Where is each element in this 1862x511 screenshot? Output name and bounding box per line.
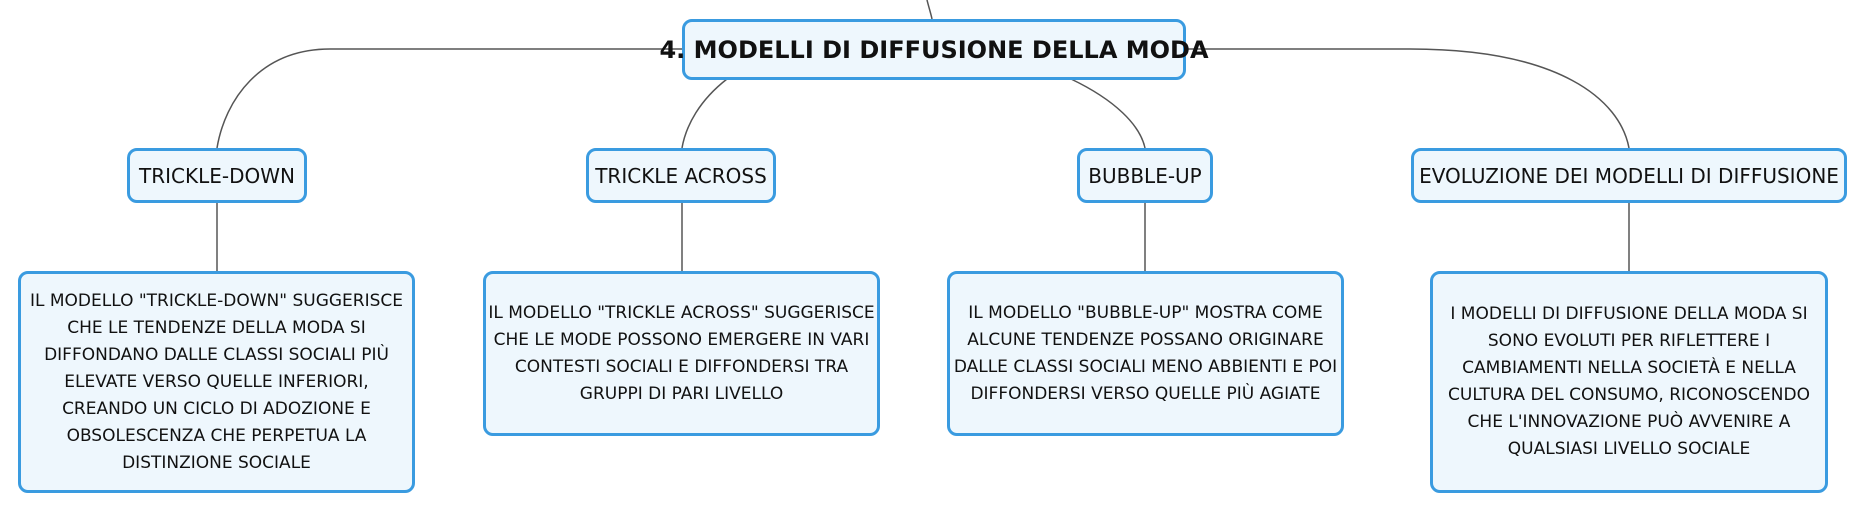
detail-line: OBSOLESCENZA CHE PERPETUA LA: [66, 425, 367, 446]
detail-line: IL MODELLO "TRICKLE-DOWN" SUGGERISCE: [29, 290, 404, 311]
detail-line: CREANDO UN CICLO DI ADOZIONE E: [62, 398, 371, 419]
root-topic[interactable]: 4. MODELLI DI DIFFUSIONE DELLA MODA: [659, 19, 1209, 80]
detail-line: I MODELLI DI DIFFUSIONE DELLA MODA SI: [1450, 304, 1808, 324]
detail-line: CHE LE MODE POSSONO EMERGERE IN VARI: [493, 329, 870, 350]
connector-root-branch-4: [1186, 48, 1630, 149]
detail-line: DIFFONDERSI VERSO QUELLE PIÙ AGIATE: [970, 383, 1321, 404]
detail-line: CHE L'INNOVAZIONE PUÒ AVVENIRE A: [1467, 412, 1791, 432]
detail-line: SONO EVOLUTI PER RIFLETTERE I: [1487, 331, 1771, 351]
detail-line: GRUPPI DI PARI LIVELLO: [579, 383, 784, 404]
branch-label: TRICKLE ACROSS: [595, 163, 767, 188]
detail-text: IL MODELLO "TRICKLE-DOWN" SUGGERISCE CHE…: [30, 288, 403, 477]
detail-trickle-down[interactable]: IL MODELLO "TRICKLE-DOWN" SUGGERISCE CHE…: [18, 271, 415, 493]
branch-label: EVOLUZIONE DEI MODELLI DI DIFFUSIONE: [1419, 163, 1839, 188]
branch-evoluzione[interactable]: EVOLUZIONE DEI MODELLI DI DIFFUSIONE: [1411, 148, 1847, 203]
detail-evoluzione[interactable]: I MODELLI DI DIFFUSIONE DELLA MODA SI SO…: [1430, 271, 1828, 493]
detail-line: CAMBIAMENTI NELLA SOCIETÀ E NELLA: [1462, 358, 1796, 378]
detail-trickle-across[interactable]: IL MODELLO "TRICKLE ACROSS" SUGGERISCE C…: [483, 271, 880, 436]
detail-text: IL MODELLO "TRICKLE ACROSS" SUGGERISCE C…: [488, 300, 874, 408]
detail-text: IL MODELLO "BUBBLE-UP" MOSTRA COME ALCUN…: [954, 300, 1337, 408]
connector-root-branch-1: [216, 48, 682, 149]
root-topic-label: 4. MODELLI DI DIFFUSIONE DELLA MODA: [659, 35, 1209, 64]
detail-line: DALLE CLASSI SOCIALI MENO ABBIENTI E POI: [953, 356, 1338, 377]
detail-line: ALCUNE TENDENZE POSSANO ORIGINARE: [967, 329, 1324, 350]
detail-bubble-up[interactable]: IL MODELLO "BUBBLE-UP" MOSTRA COME ALCUN…: [947, 271, 1344, 436]
connector-root-branch-2: [681, 78, 728, 149]
detail-line: QUALSIASI LIVELLO SOCIALE: [1507, 439, 1751, 459]
detail-line: DIFFONDANO DALLE CLASSI SOCIALI PIÙ: [44, 344, 389, 365]
detail-line: CHE LE TENDENZE DELLA MODA SI: [67, 317, 366, 338]
connector-parent-root: [926, 0, 933, 20]
detail-line: IL MODELLO "TRICKLE ACROSS" SUGGERISCE: [488, 302, 875, 323]
detail-line: CONTESTI SOCIALI E DIFFONDERSI TRA: [514, 356, 849, 377]
branch-trickle-down[interactable]: TRICKLE-DOWN: [127, 148, 307, 203]
detail-line: ELEVATE VERSO QUELLE INFERIORI,: [64, 371, 369, 392]
detail-line: IL MODELLO "BUBBLE-UP" MOSTRA COME: [968, 302, 1323, 323]
branch-label: TRICKLE-DOWN: [139, 163, 295, 188]
branch-label: BUBBLE-UP: [1088, 163, 1202, 188]
detail-line: CULTURA DEL CONSUMO, RICONOSCENDO: [1448, 385, 1810, 405]
branch-bubble-up[interactable]: BUBBLE-UP: [1077, 148, 1213, 203]
detail-line: DISTINZIONE SOCIALE: [122, 452, 311, 473]
branch-trickle-across[interactable]: TRICKLE ACROSS: [586, 148, 776, 203]
detail-text: I MODELLI DI DIFFUSIONE DELLA MODA SI SO…: [1448, 301, 1810, 463]
connector-root-branch-3: [1070, 78, 1146, 149]
